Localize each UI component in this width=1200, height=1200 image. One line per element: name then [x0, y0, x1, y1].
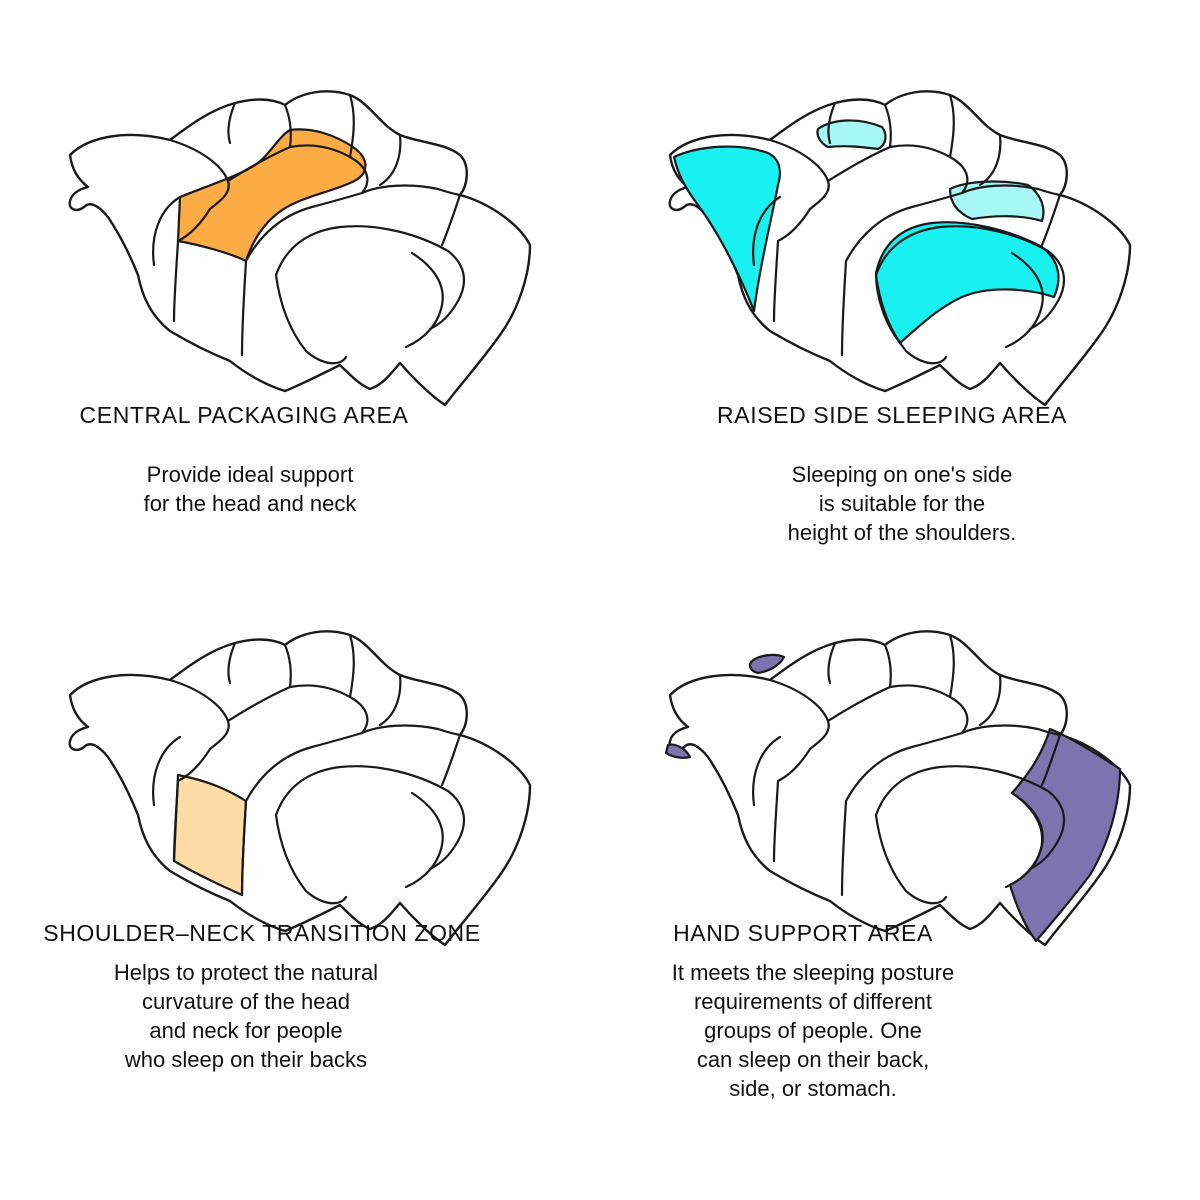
pillow-contour-line — [348, 633, 355, 699]
pillow-contour-line — [772, 239, 780, 323]
pillow-illustration-hand — [664, 630, 1132, 947]
panel-central-packaging: CENTRAL PACKAGING AREA Provide ideal sup… — [0, 0, 600, 600]
pillow-contour-line — [776, 207, 812, 243]
pillow-contour-line — [826, 145, 892, 183]
panel-title: SHOULDER–NECK TRANSITION ZONE — [43, 920, 481, 946]
panel-raised-side-sleeping: RAISED SIDE SLEEPING AREA Sleeping on on… — [600, 0, 1200, 600]
pillow-contour-line — [883, 103, 892, 149]
pillow-contour-line — [404, 251, 444, 349]
pillow-contour-line — [240, 799, 248, 897]
pillow-outline — [68, 630, 532, 947]
panel-hand-support: HAND SUPPORT AREA It meets the sleeping … — [600, 540, 1200, 1140]
pillow-contour-line — [172, 239, 180, 323]
pillow-contour-line — [440, 733, 462, 787]
pillow-contour-line — [874, 225, 1066, 303]
pillow-contour-line — [1040, 733, 1062, 787]
panel-title: HAND SUPPORT AREA — [673, 920, 933, 946]
pillow-contour-line — [152, 195, 182, 267]
pillow-contour-line — [1004, 251, 1044, 349]
description-line: Helps to protect the natural — [113, 960, 379, 985]
pillow-contour-line — [360, 724, 462, 737]
pillow-contour-line — [240, 259, 248, 357]
panel-title: CENTRAL PACKAGING AREA — [79, 402, 409, 428]
pillow-contour-line — [772, 779, 780, 863]
description-line: groups of people. One — [704, 1018, 922, 1043]
back-left-area-highlight — [816, 119, 887, 151]
pillow-contour-line — [960, 724, 1062, 737]
panel-description: Sleeping on one's side is suitable for t… — [602, 460, 1200, 547]
pillow-contour-line — [978, 673, 1002, 727]
pillow-contour-line — [152, 735, 182, 807]
panel-title: RAISED SIDE SLEEPING AREA — [717, 402, 1067, 428]
pillow-contour-line — [360, 184, 462, 197]
pillow-contour-line — [948, 633, 955, 699]
description-line: for the head and neck — [143, 491, 357, 516]
hand-support-tip-highlight — [748, 653, 786, 675]
pillow-contour-line — [883, 643, 892, 689]
pillow-contour-line — [844, 731, 964, 803]
pillow-outline — [668, 630, 1132, 947]
pillow-contour-line — [283, 103, 292, 149]
left-side-area-highlight — [672, 145, 781, 313]
pillow-illustration-front — [68, 630, 532, 947]
pillow-contour-line — [378, 673, 402, 727]
pillow-contour-line — [244, 731, 364, 803]
pillow-contour-line — [226, 685, 292, 723]
back-right-area-highlight — [948, 180, 1045, 223]
pillow-contour-line — [776, 747, 812, 783]
description-line: is suitable for the — [818, 491, 986, 516]
pillow-contour-line — [404, 791, 444, 889]
pillow-contour-line — [978, 133, 1002, 187]
description-line: requirements of different — [693, 989, 933, 1014]
pillow-contour-line — [874, 273, 948, 365]
panel-description: It meets the sleeping posture requiremen… — [513, 958, 1113, 1103]
description-line: It meets the sleeping posture — [671, 960, 955, 985]
pillow-contour-line — [274, 273, 348, 365]
description-line: Provide ideal support — [146, 462, 354, 487]
pillow-contour-line — [1004, 791, 1044, 889]
pillow-contour-line — [274, 813, 348, 905]
pillow-contour-line — [227, 641, 237, 685]
pillow-contour-line — [827, 641, 837, 685]
description-line: height of the shoulders. — [787, 520, 1017, 545]
pillow-contour-line — [874, 765, 1066, 843]
pillow-contour-line — [840, 259, 848, 357]
pillow-contour-line — [827, 101, 837, 145]
description-line: who sleep on their backs — [124, 1047, 368, 1072]
hand-support-edge-highlight — [664, 743, 692, 759]
pillow-contour-line — [752, 735, 782, 807]
description-line: can sleep on their back, — [696, 1047, 930, 1072]
pillow-contour-line — [960, 184, 1062, 197]
pillow-contour-line — [176, 207, 212, 243]
description-line: and neck for people — [149, 1018, 343, 1043]
description-line: curvature of the head — [142, 989, 350, 1014]
pillow-contour-line — [283, 643, 292, 689]
pillow-contour-line — [226, 145, 292, 183]
panel-description: Provide ideal support for the head and n… — [0, 460, 550, 518]
pillow-contour-line — [826, 685, 892, 723]
pillow-contour-line — [874, 813, 948, 905]
pillow-contour-line — [348, 93, 355, 159]
pillow-illustration-central — [68, 90, 532, 407]
pillow-contour-line — [274, 225, 466, 303]
pillow-contour-line — [844, 191, 964, 263]
pillow-contour-line — [172, 779, 180, 863]
pillow-contour-line — [274, 765, 466, 843]
pillow-outline — [68, 90, 532, 407]
description-line: Sleeping on one's side — [791, 462, 1013, 487]
pillow-contour-line — [440, 193, 462, 247]
pillow-contour-line — [840, 799, 848, 897]
pillow-contour-line — [378, 133, 402, 187]
pillow-contour-line — [227, 101, 237, 145]
pillow-contour-line — [948, 93, 955, 159]
pillow-contour-line — [1040, 193, 1062, 247]
description-line: side, or stomach. — [729, 1076, 897, 1101]
panel-shoulder-neck-transition: SHOULDER–NECK TRANSITION ZONE Helps to p… — [0, 540, 600, 1140]
panel-description: Helps to protect the natural curvature o… — [0, 958, 546, 1074]
pillow-illustration-sides — [668, 90, 1132, 407]
pillow-contour-line — [244, 191, 364, 263]
pillow-contour-line — [176, 747, 212, 783]
pillow-contour-line — [752, 195, 782, 267]
